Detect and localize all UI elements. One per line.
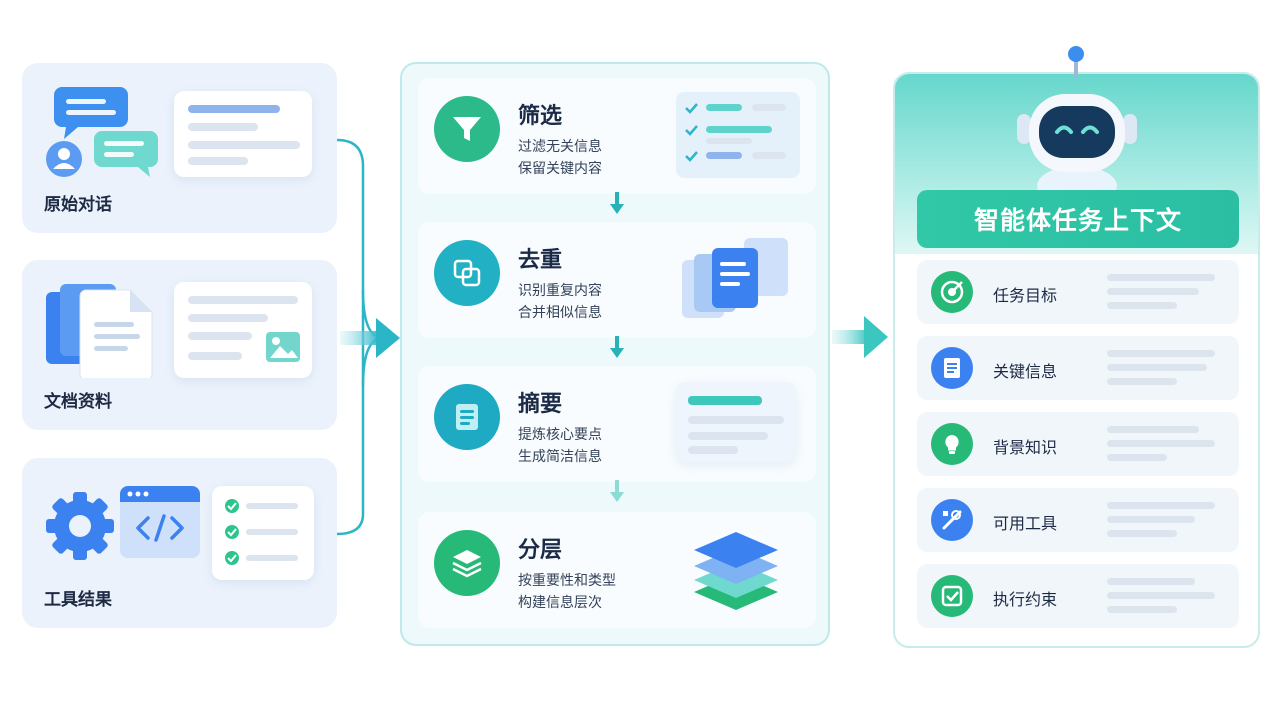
layers-icon — [434, 530, 500, 596]
step-filter: 筛选 过滤无关信息 保留关键内容 — [418, 78, 816, 194]
arrow-down-icon — [610, 336, 624, 358]
checkbox-icon — [931, 575, 973, 617]
arrow-down-icon — [610, 192, 624, 214]
step-desc: 过滤无关信息 — [518, 139, 602, 155]
duplicate-icon — [434, 240, 500, 306]
layer-stack-graphic — [694, 532, 778, 610]
step-summary: 摘要 提炼核心要点 生成简洁信息 — [418, 366, 816, 482]
chat-bubbles-icon — [46, 87, 158, 177]
documents-icon — [46, 284, 153, 378]
source-label: 原始对话 — [44, 195, 112, 215]
context-title: 智能体任务上下文 — [917, 190, 1239, 248]
tools-icon — [931, 499, 973, 541]
context-item-tools: 可用工具 — [917, 488, 1239, 552]
step-title: 筛选 — [518, 104, 563, 129]
step-title: 分层 — [518, 538, 563, 563]
tools-preview — [212, 486, 314, 580]
summary-preview — [676, 382, 796, 462]
source-card-docs: 文档资料 — [22, 260, 337, 430]
step-title: 去重 — [518, 248, 563, 273]
gear-code-icon — [46, 486, 200, 560]
context-item-goal: 任务目标 — [917, 260, 1239, 324]
step-desc: 生成简洁信息 — [518, 449, 602, 465]
source-label: 文档资料 — [44, 392, 112, 412]
process-panel: 筛选 过滤无关信息 保留关键内容 去重 识别重复内容 合并相似信息 — [400, 62, 830, 646]
context-item-key-info: 关键信息 — [917, 336, 1239, 400]
context-panel: 智能体任务上下文 任务目标 关键信息 背景知识 可用工具 — [893, 72, 1260, 648]
checklist-icon — [225, 499, 298, 565]
image-icon — [266, 332, 300, 362]
robot-icon — [1017, 94, 1137, 194]
step-desc: 识别重复内容 — [518, 283, 602, 299]
step-desc: 保留关键内容 — [518, 161, 602, 177]
source-card-chat: 原始对话 — [22, 63, 337, 233]
step-layering: 分层 按重要性和类型 构建信息层次 — [418, 512, 816, 628]
chat-preview — [174, 91, 312, 177]
context-item-label: 背景知识 — [993, 438, 1058, 457]
step-desc: 构建信息层次 — [518, 595, 602, 611]
step-title: 摘要 — [518, 392, 563, 417]
context-item-label: 关键信息 — [993, 362, 1058, 381]
lightbulb-icon — [931, 423, 973, 465]
arrow-right-icon — [832, 316, 888, 358]
step-desc: 合并相似信息 — [518, 305, 602, 321]
context-item-constraints: 执行约束 — [917, 564, 1239, 628]
stacked-docs-graphic — [682, 238, 788, 318]
arrow-down-icon — [610, 480, 624, 502]
target-icon — [931, 271, 973, 313]
summary-icon — [434, 384, 500, 450]
step-dedupe: 去重 识别重复内容 合并相似信息 — [418, 222, 816, 338]
funnel-icon — [434, 96, 500, 162]
robot-antenna-icon — [1068, 46, 1084, 78]
step-desc: 提炼核心要点 — [518, 427, 602, 443]
context-item-label: 可用工具 — [993, 514, 1058, 533]
docs-preview — [174, 282, 312, 378]
source-card-tools: 工具结果 — [22, 458, 337, 628]
step-desc: 按重要性和类型 — [518, 573, 616, 589]
context-item-label: 任务目标 — [993, 286, 1058, 305]
document-icon — [931, 347, 973, 389]
filtered-list-graphic — [676, 92, 800, 178]
source-label: 工具结果 — [44, 590, 112, 610]
context-item-label: 执行约束 — [993, 590, 1058, 609]
arrow-right-icon — [340, 318, 400, 358]
context-item-background: 背景知识 — [917, 412, 1239, 476]
